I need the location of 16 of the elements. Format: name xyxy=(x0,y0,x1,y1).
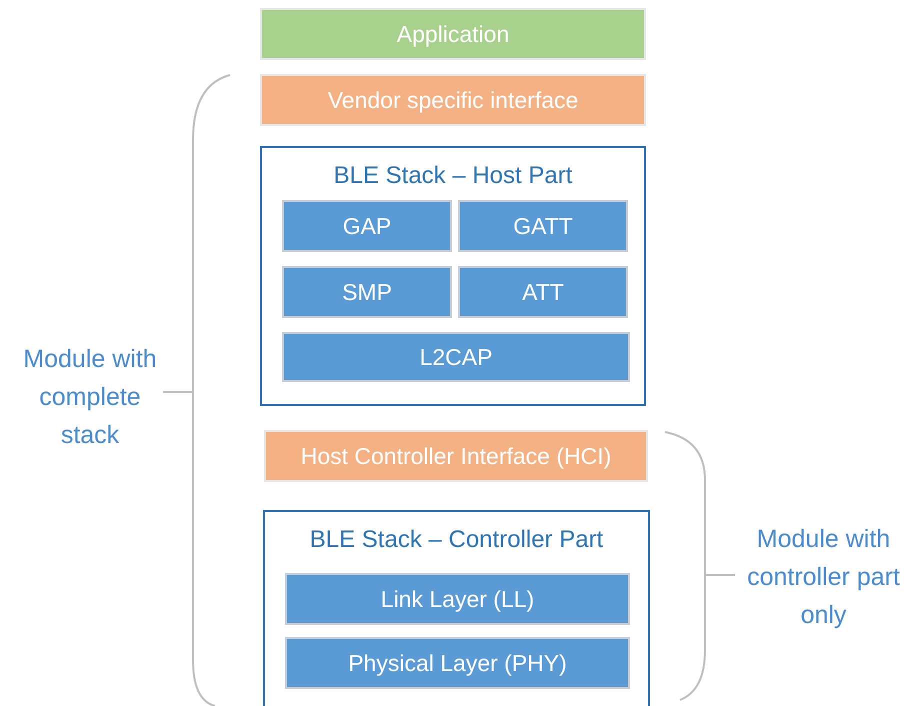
stack-group xyxy=(260,146,646,406)
protocol-box: Link Layer (LL) xyxy=(285,573,630,625)
protocol-box: L2CAP xyxy=(282,332,630,382)
layer-box: Application xyxy=(260,8,646,60)
group-title: BLE Stack – Host Part xyxy=(332,162,574,190)
stack-group xyxy=(263,510,650,706)
protocol-box: GAP xyxy=(282,200,452,252)
protocol-box: SMP xyxy=(282,266,452,318)
protocol-box: GATT xyxy=(458,200,628,252)
bracket-label: Module with complete stack xyxy=(22,344,158,451)
interface-box: Host Controller Interface (HCI) xyxy=(264,430,648,482)
protocol-box: ATT xyxy=(458,266,628,318)
group-title: BLE Stack – Controller Part xyxy=(308,526,604,554)
interface-box: Vendor specific interface xyxy=(260,74,646,126)
protocol-box: Physical Layer (PHY) xyxy=(285,637,630,689)
bracket-label: Module with controller part only xyxy=(746,524,901,631)
